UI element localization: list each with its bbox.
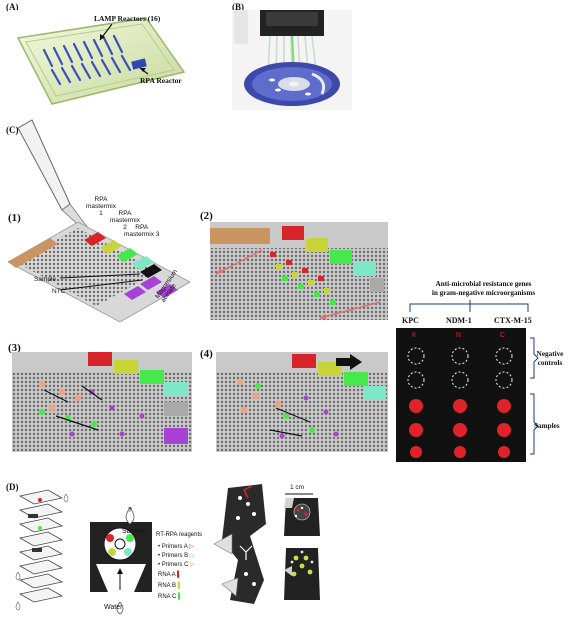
panel-b-disc-image: [232, 10, 352, 110]
device-result-photos: [282, 496, 322, 608]
result-braces: [530, 337, 539, 455]
legend-rna-c: RNA C ▌: [158, 594, 183, 600]
step3-chip-diagram: [12, 352, 192, 452]
legend-title: RT-RPA reagents: [156, 532, 203, 538]
result-chip-image: [396, 328, 526, 462]
panel-a-label: (A): [6, 2, 19, 12]
layer-stack-diagram: [15, 489, 69, 611]
panel-b-label: (B): [232, 2, 244, 12]
panel-d-label: (D): [6, 482, 19, 492]
step4-chip-diagram: [216, 352, 388, 452]
samples-label: Samples: [534, 422, 560, 430]
sample-label-d: Sample: [122, 528, 146, 535]
legend-primers-c: • Primers C ▷: [158, 562, 195, 568]
legend-primers-b: • Primers B ▷: [158, 553, 195, 559]
step1-label: (1): [8, 212, 21, 224]
step4-label: (4): [200, 348, 213, 360]
step1-chip-diagram: [8, 222, 190, 322]
sample-label: Sample: [34, 276, 57, 283]
gene-kpc: KPC: [402, 316, 419, 325]
scale-bar: [285, 493, 313, 495]
legend-rna-b: RNA B ▌: [158, 583, 182, 589]
gene-letter-k: K: [412, 332, 417, 339]
panel-a-chip-image: [8, 10, 186, 110]
direction-arrow-icon: [336, 354, 362, 370]
step1-arrows: [60, 273, 143, 291]
question-mark: ?: [128, 507, 132, 514]
scale-bar-label: 1 cm: [290, 484, 305, 491]
ntc-label: NTC: [52, 288, 66, 295]
step1-reagent-pads: [84, 232, 178, 300]
gene-ctxm15: CTX-M-15: [494, 316, 532, 325]
lamp-reactors-label: LAMP Reactors (16): [94, 14, 161, 23]
device-schematic: [90, 508, 152, 615]
step2-label: (2): [200, 210, 213, 222]
gene-letter-n: N: [456, 332, 462, 339]
legend-rna-a: RNA A ▌: [158, 572, 182, 578]
step3-label: (3): [8, 342, 21, 354]
step2-chip-diagram: [210, 222, 388, 320]
gene-letter-c: C: [500, 332, 506, 339]
legend-primers-a: • Primers A ▷: [158, 544, 194, 550]
folded-device-photo: [210, 484, 276, 610]
rpa-reactor-label: RPA Reactor: [140, 76, 182, 85]
pipette-icon: [17, 119, 95, 237]
gene-ndm1: NDM-1: [446, 316, 472, 325]
water-label: Water: [104, 604, 123, 611]
panel-c-label: (C): [6, 125, 19, 135]
gene-brackets: [409, 300, 529, 312]
